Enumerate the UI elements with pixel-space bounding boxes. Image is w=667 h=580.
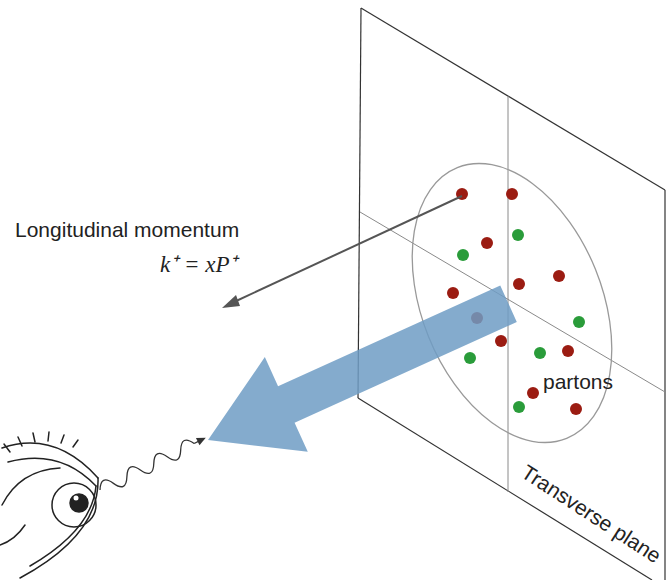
- light-wave: [97, 431, 209, 496]
- formula-label: k⁺ = xP⁺: [160, 252, 238, 278]
- plane-axes: [360, 96, 665, 492]
- momentum-arrow: [222, 196, 462, 308]
- parton-label: partons: [543, 370, 613, 394]
- hadron-outline: [374, 134, 650, 472]
- view-arrow: [187, 256, 530, 487]
- axis-label: Longitudinal momentum: [15, 218, 239, 242]
- transverse-plane: [358, 8, 665, 580]
- eye-drawing: [0, 432, 98, 578]
- plane-label: Transverse plane: [517, 460, 666, 568]
